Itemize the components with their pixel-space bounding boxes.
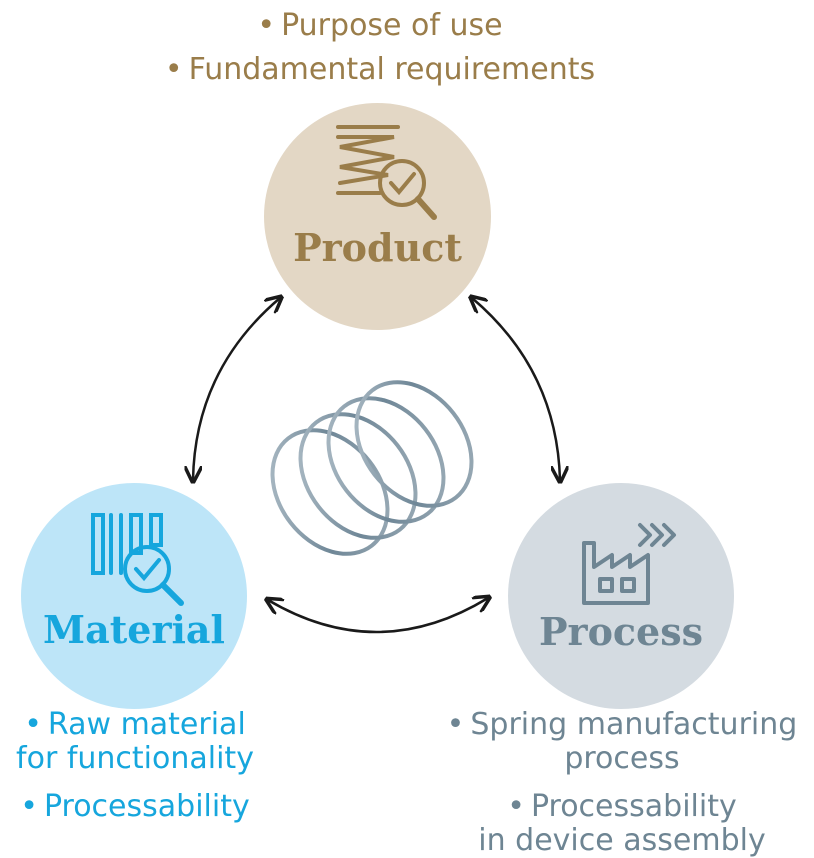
process-label: Process bbox=[538, 609, 704, 654]
product-bullet-list: •Purpose of use •Fundamental requirement… bbox=[100, 4, 660, 92]
process-bullet-list: •Spring manufacturing process •Processab… bbox=[436, 708, 808, 858]
spring-inspection-icon bbox=[336, 125, 437, 220]
arrow-material-process bbox=[268, 598, 488, 634]
product-bullet-item: •Purpose of use bbox=[257, 8, 503, 43]
product-node: Product bbox=[264, 103, 491, 330]
material-node: Material bbox=[21, 483, 247, 709]
material-bullet-list: •Raw material for functionality •Process… bbox=[0, 708, 270, 824]
arrow-product-material bbox=[193, 298, 280, 480]
factory-icon bbox=[582, 523, 676, 605]
material-label: Material bbox=[43, 607, 225, 652]
material-bullet-item: •Raw material for functionality bbox=[16, 707, 254, 776]
process-bullet-item: •Processability in device assembly bbox=[478, 789, 766, 858]
product-bullet-item: •Fundamental requirements bbox=[164, 52, 596, 87]
material-inspection-icon bbox=[91, 513, 184, 606]
spring-image bbox=[270, 380, 474, 556]
process-node: Process bbox=[508, 483, 734, 709]
material-bullet-item: •Processability bbox=[20, 789, 250, 824]
product-label: Product bbox=[293, 225, 462, 270]
process-bullet-item: •Spring manufacturing process bbox=[446, 707, 798, 776]
arrow-product-process bbox=[472, 298, 560, 480]
